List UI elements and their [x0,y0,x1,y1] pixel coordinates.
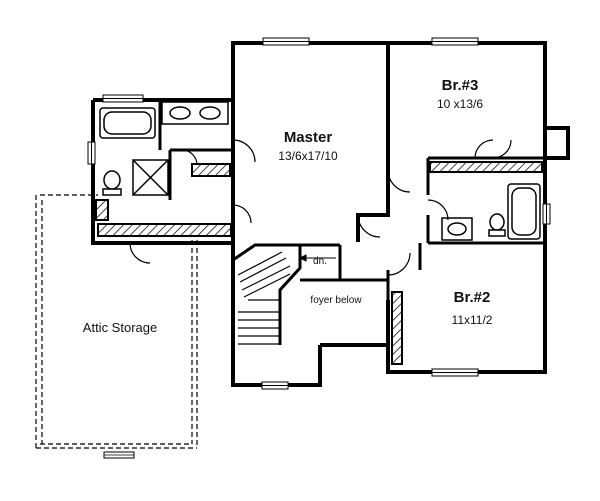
room-size-master: 13/6x17/10 [278,149,338,163]
vanity-sinks [161,101,229,125]
attic-storage-area [35,194,198,449]
toilet-right [488,213,506,237]
shower [132,159,169,196]
closet-shelves-left [95,163,232,237]
bathtub-left [99,107,156,139]
room-name-br3: Br.#3 [442,77,479,94]
door-swings [129,139,512,276]
room-name-br2: Br.#2 [454,289,491,306]
room-name-attic: Attic Storage [83,320,157,335]
stair-arrow [298,254,336,262]
foyer-label: foyer below [310,295,362,306]
room-name-master: Master [284,129,333,146]
room-size-br3: 10 x13/6 [437,97,483,111]
room-size-br2: 11x11/2 [452,313,493,327]
stairs-down-label: dn. [313,256,327,267]
toilet-left [102,170,122,196]
closet-shelves-right [391,161,543,365]
attic-window [103,451,135,459]
interior-walls [158,43,545,345]
sink-right [441,217,473,241]
bathtub-right [507,183,541,240]
staircase [237,251,291,345]
windows [87,37,551,390]
